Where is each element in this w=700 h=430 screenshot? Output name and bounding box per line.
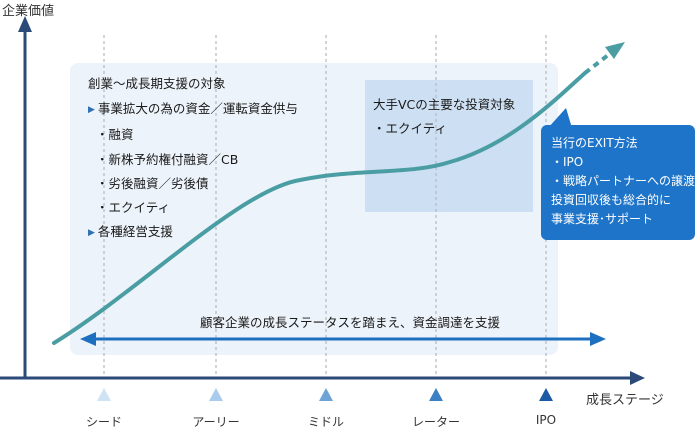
funding-support-label: 顧客企業の成長ステータスを踏まえ、資金調達を支援 (199, 315, 500, 330)
stage-label-seed: シード (85, 415, 122, 429)
exit-line-after-recovery: 投資回収後も総合的に (551, 193, 672, 207)
exit-line-ipo: ・IPO (551, 155, 584, 169)
support-item-label: 各種経営支援 (97, 224, 173, 239)
triangle-bullet-icon: ▶ (88, 228, 95, 238)
y-axis-arrowhead (18, 16, 32, 32)
exit-callout-pointer (548, 108, 572, 128)
support-item-subordinated: ・劣後融資／劣後債 (96, 176, 209, 191)
support-item-label: 事業拡大の為の資金／運転資金供与 (97, 101, 298, 116)
stage-label-middle: ミドル (307, 415, 344, 429)
stage-marker-middle (319, 388, 333, 401)
growth-curve-arrowhead (605, 42, 625, 59)
support-item-warrant-loan: ・新株予約権付融資／CB (96, 152, 239, 167)
stage-markers (97, 388, 553, 401)
vc-target-item: ・エクイティ (373, 121, 448, 136)
vc-target-title: 大手VCの主要な投資対象 (373, 97, 516, 112)
stage-label-later: レーター (411, 415, 460, 429)
x-axis-label: 成長ステージ (586, 393, 664, 408)
funding-arrow-right-head (590, 332, 606, 346)
stage-label-ipo: IPO (535, 413, 557, 427)
support-item-expansion-funding: ▶事業拡大の為の資金／運転資金供与 (88, 98, 298, 117)
stage-label-early: アーリー (192, 415, 240, 429)
y-axis-label: 企業価値 (2, 4, 55, 19)
x-axis-arrowhead (630, 371, 645, 385)
support-panel-title: 創業〜成長期支援の対象 (88, 76, 226, 91)
stage-marker-ipo (539, 388, 553, 401)
growth-curve-dashed (583, 50, 614, 75)
funding-arrow-left-head (80, 332, 96, 346)
stage-marker-seed (97, 388, 111, 401)
growth-curve (52, 71, 587, 345)
exit-line-support: 事業支援･サポート (551, 212, 654, 226)
support-item-loan: ・融資 (96, 127, 134, 142)
stage-marker-early (209, 388, 223, 401)
exit-title: 当行のEXIT方法 (551, 136, 638, 150)
vc-target-box (365, 80, 533, 212)
triangle-bullet-icon: ▶ (88, 105, 95, 115)
exit-callout (541, 125, 695, 240)
support-item-management: ▶各種経営支援 (88, 221, 173, 240)
stage-marker-later (429, 388, 443, 401)
exit-line-transfer: ・戦略パートナーへの譲渡 (551, 174, 696, 188)
support-item-equity: ・エクイティ (96, 200, 171, 215)
